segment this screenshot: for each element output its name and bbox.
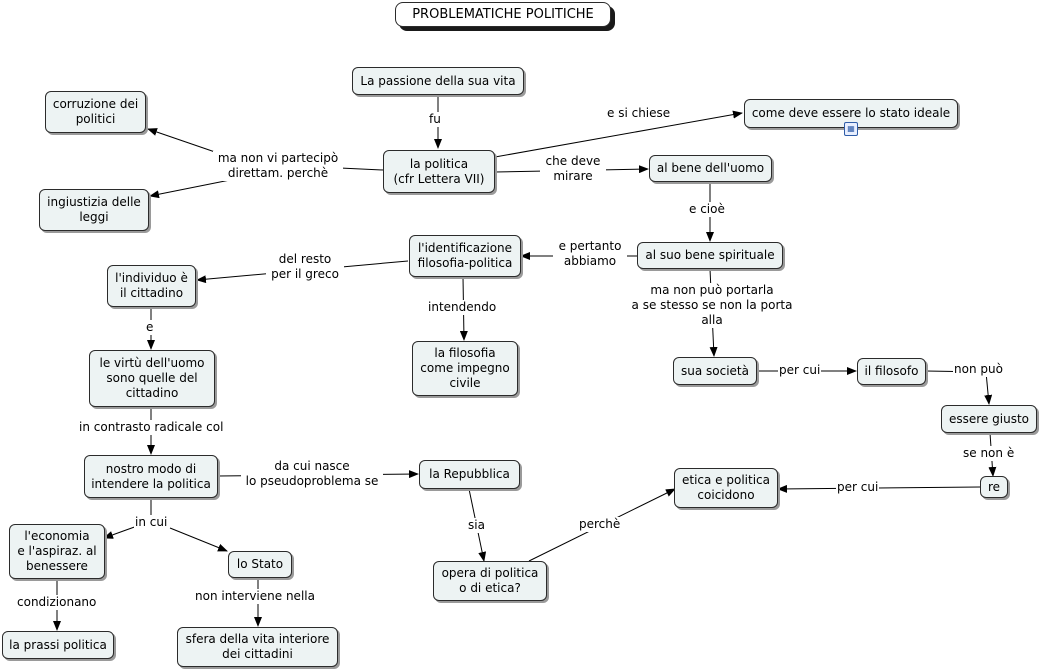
label-non-partecipo: ma non vi partecipò direttam. perchè [213,151,343,181]
node-politica[interactable]: la politica (cfr Lettera VII) [383,150,495,193]
label-da-cui: da cui nasce lo pseudoproblema se [241,459,383,489]
label-e: e [145,320,155,335]
label-perche: perchè [578,517,622,532]
node-bene-spirituale[interactable]: al suo bene spirituale [637,242,783,269]
node-ingiustizia[interactable]: ingiustizia delle leggi [39,189,149,231]
map-link-icon[interactable]: ▦ [844,122,858,136]
node-stato[interactable]: lo Stato [228,551,292,578]
edge-to-stato [169,527,228,552]
label-sia: sia [467,518,486,533]
label-non-puo-portarla: ma non può portarla a se stesso se non l… [626,283,798,328]
node-re[interactable]: re [980,476,1008,498]
edge-to-corruzione [147,128,216,153]
label-si-chiese: e si chiese [606,106,672,121]
node-giusto[interactable]: essere giusto [941,405,1037,433]
node-prassi[interactable]: la prassi politica [2,631,114,659]
node-virtu[interactable]: le virtù dell'uomo sono quelle del citta… [89,350,215,407]
label-per-cui-2: per cui [836,480,880,495]
label-intendendo: intendendo [427,300,498,315]
node-passione[interactable]: La passione della sua vita [352,67,524,95]
map-title: PROBLEMATICHE POLITICHE [395,2,611,27]
node-filosofia-impegno[interactable]: la filosofia come impegno civile [412,341,518,396]
edge-to-ingiustizia [149,179,231,199]
label-non-interviene: non interviene nella [194,589,316,604]
node-corruzione[interactable]: corruzione dei politici [45,91,146,133]
node-sfera[interactable]: sfera della vita interiore dei cittadini [177,627,338,667]
node-economia[interactable]: l'economia e l'aspiraz. al benessere [9,524,105,579]
node-societa[interactable]: sua società [673,357,757,385]
label-fu: fu [428,112,442,127]
node-filosofo[interactable]: il filosofo [857,358,926,385]
node-identificazione[interactable]: l'identificazione filosofia-politica [409,235,521,277]
label-in-cui: in cui [134,515,169,530]
node-opera[interactable]: opera di politica o di etica? [433,561,547,601]
label-se-non-e: se non è [962,446,1016,461]
label-condizionano: condizionano [16,595,98,610]
edge-non-puo-down [984,371,993,405]
node-bene-uomo[interactable]: al bene dell'uomo [649,155,772,182]
label-non-puo: non può [953,362,1004,377]
label-che-deve: che deve mirare [540,154,606,184]
label-contrasto: in contrasto radicale col [78,420,225,435]
label-per-cui-1: per cui [778,363,822,378]
node-etica-politica[interactable]: etica e politica coicidono [674,468,778,508]
node-stato-ideale[interactable]: come deve essere lo stato ideale [744,99,958,128]
node-modo[interactable]: nostro modo di intendere la politica [84,455,218,498]
edge-politica-stato-ideale [494,110,743,158]
node-individuo[interactable]: l'individuo è il cittadino [107,265,196,307]
label-e-cioe: e cioè [688,202,726,217]
node-repubblica[interactable]: la Repubblica [419,460,520,489]
label-del-resto: del resto per il greco [266,252,344,282]
edge-politica-link [339,167,384,171]
label-pertanto: e pertanto abbiamo [553,239,627,269]
